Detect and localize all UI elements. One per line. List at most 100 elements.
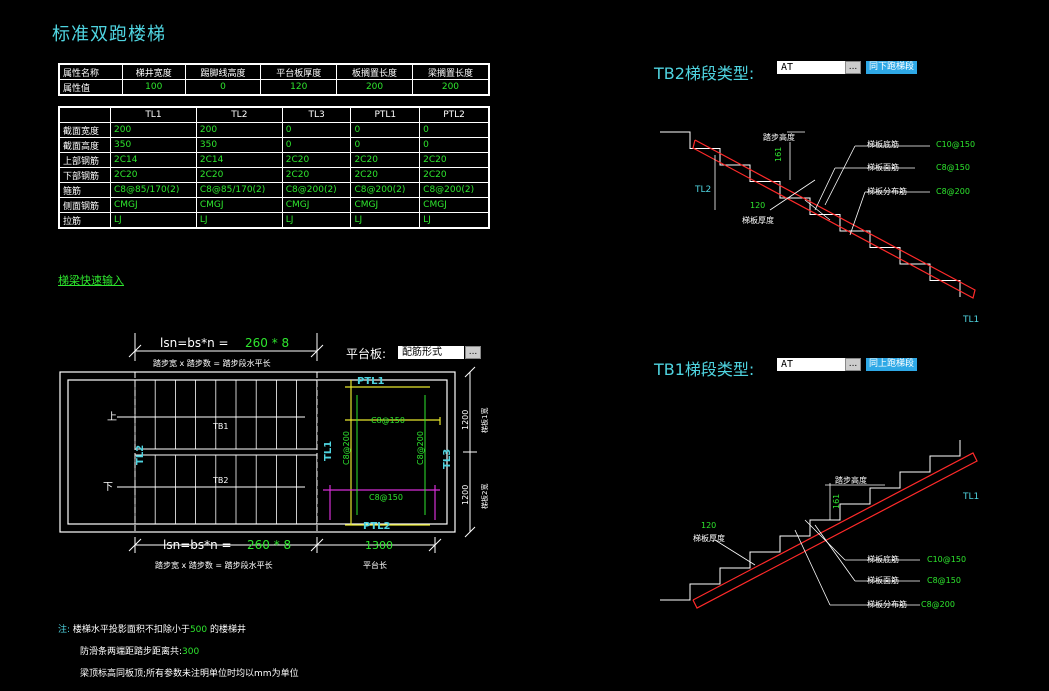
note-text: 楼梯水平投影面积不扣除小于 [72, 625, 190, 635]
tb2-thickness-value: 120 [750, 201, 765, 210]
beam-header-cell [58, 106, 111, 123]
beam-cell[interactable]: CMGJ [110, 197, 197, 213]
width2-label: 梯板2宽 [480, 484, 489, 509]
bottom-formula-prefix: lsn=bs*n = [163, 538, 232, 552]
beam-cell[interactable]: C8@200(2) [419, 182, 490, 198]
beam-header-cell: TL3 [281, 106, 352, 123]
platform-length-label: 平台长 [363, 560, 387, 570]
tb1-same-as-up-button[interactable]: 同上跑梯段 [866, 358, 918, 371]
property-value-row: 属性值 100 0 120 200 200 [58, 79, 490, 96]
beam-cell[interactable]: 2C20 [195, 167, 283, 183]
tb2-dist-rebar-value: C8@200 [936, 187, 970, 196]
tl2-plan-label: TL2 [135, 445, 146, 465]
property-header-cell: 属性名称 [58, 63, 123, 80]
property-header-row: 属性名称 梯井宽度 踢脚线高度 平台板厚度 板搁置长度 梁搁置长度 [58, 63, 490, 80]
beam-cell[interactable]: 2C20 [281, 152, 352, 168]
beam-cell[interactable]: 2C20 [350, 167, 421, 183]
tb2-more-button[interactable]: ... [845, 61, 861, 74]
beam-row-label: 侧面钢筋 [58, 197, 111, 213]
tb1-type-combo[interactable]: AT [777, 358, 845, 371]
tb1-bottom-rebar-value: C10@150 [927, 555, 966, 564]
beam-cell[interactable]: 2C14 [195, 152, 283, 168]
beam-cell[interactable]: C8@85/170(2) [110, 182, 197, 198]
beam-cell[interactable]: 2C20 [110, 167, 197, 183]
beam-row-label: 箍筋 [58, 182, 111, 198]
down-label: 下 [103, 482, 113, 493]
property-value-cell[interactable]: 200 [336, 79, 413, 96]
property-header-cell: 板搁置长度 [336, 63, 413, 80]
platform-combo[interactable]: 配筋形式 [398, 346, 464, 359]
platform-more-button[interactable]: ... [465, 346, 481, 359]
tb2-dist-rebar-label: 梯板分布筋 [867, 186, 907, 196]
beam-cell[interactable]: 0 [419, 137, 490, 153]
beam-cell[interactable]: C8@85/170(2) [195, 182, 283, 198]
tb1-dist-rebar-value: C8@200 [921, 600, 955, 609]
beam-cell[interactable]: 350 [110, 137, 197, 153]
property-value-cell[interactable]: 0 [184, 79, 262, 96]
beam-cell[interactable]: C8@200(2) [350, 182, 421, 198]
property-value-label: 属性值 [58, 79, 123, 96]
beam-header-cell: TL1 [110, 106, 197, 123]
note-text: 防滑条两端距踏步距离共: [80, 647, 183, 657]
beam-cell[interactable]: 0 [281, 122, 352, 138]
note-line-2: 防滑条两端距踏步距离共:300 [80, 644, 199, 657]
beam-row-label: 拉筋 [58, 212, 111, 229]
beam-cell[interactable]: 0 [419, 122, 490, 138]
tb2-same-as-down-button[interactable]: 同下跑梯段 [866, 61, 918, 74]
beam-row-label: 截面高度 [58, 137, 111, 153]
beam-cell[interactable]: 200 [195, 122, 283, 138]
note-line-1: 注: 楼梯水平投影面积不扣除小于500 的楼梯井 [58, 622, 246, 635]
beam-cell[interactable]: 0 [281, 137, 352, 153]
property-value-cell[interactable]: 100 [121, 79, 186, 96]
note-line-3: 梁顶标高同板顶;所有参数未注明单位时均以mm为单位 [80, 669, 299, 679]
dim-1200-bottom: 1200 [461, 485, 470, 505]
property-value-cell[interactable]: 200 [411, 79, 490, 96]
tb1-dist-rebar-label: 梯板分布筋 [867, 599, 907, 609]
beam-cell[interactable]: LJ [419, 212, 490, 229]
beam-cell[interactable]: 2C20 [419, 152, 490, 168]
beam-cell[interactable]: CMGJ [195, 197, 283, 213]
quick-input-link[interactable]: 梯梁快速输入 [58, 274, 124, 287]
tb2-top-rebar-label: 梯板面筋 [867, 162, 899, 172]
beam-cell[interactable]: 2C20 [419, 167, 490, 183]
tb2-bottom-rebar-value: C10@150 [936, 140, 975, 149]
tb2-step-height-value: 161 [774, 147, 783, 162]
top-formula-value: 260 * 8 [245, 336, 289, 350]
beam-cell[interactable]: 2C20 [350, 152, 421, 168]
property-value-cell[interactable]: 120 [260, 79, 338, 96]
beam-cell[interactable]: 0 [350, 122, 421, 138]
tl3-plan-label: TL3 [442, 449, 453, 469]
beam-cell[interactable]: LJ [110, 212, 197, 229]
beam-cell[interactable]: C8@200(2) [281, 182, 352, 198]
beam-cell[interactable]: 0 [350, 137, 421, 153]
tb2-section-drawing: 踏步高度 161 120 梯板厚度 梯板底筋 C10@150 梯板面筋 C8@1… [660, 131, 979, 325]
beam-cell[interactable]: LJ [195, 212, 283, 229]
tb2-type-combo[interactable]: AT [777, 61, 845, 74]
beam-cell[interactable]: 200 [110, 122, 197, 138]
beam-cell[interactable]: 2C14 [110, 152, 197, 168]
beam-cell[interactable]: 350 [195, 137, 283, 153]
beam-cell[interactable]: CMGJ [350, 197, 421, 213]
property-header-cell: 平台板厚度 [260, 63, 338, 80]
width1-label: 梯板1宽 [480, 408, 489, 433]
tb1-top-rebar-value: C8@150 [927, 576, 961, 585]
note-prefix: 注: [58, 625, 71, 635]
page-title: 标准双跑楼梯 [52, 24, 166, 45]
beam-cell[interactable]: CMGJ [419, 197, 490, 213]
tb2-tl1-label: TL1 [962, 315, 979, 325]
tb2-plan-label: TB2 [212, 476, 228, 485]
beam-row-label: 下部钢筋 [58, 167, 111, 183]
beam-cell[interactable]: LJ [350, 212, 421, 229]
property-header-cell: 踢脚线高度 [184, 63, 262, 80]
beam-cell[interactable]: CMGJ [281, 197, 352, 213]
tb1-thickness-value: 120 [701, 521, 716, 530]
tb1-plan-label: TB1 [212, 422, 228, 431]
beam-cell[interactable]: LJ [281, 212, 352, 229]
beam-cell[interactable]: 2C20 [281, 167, 352, 183]
tb1-more-button[interactable]: ... [845, 358, 861, 371]
tb2-tl2-label: TL2 [694, 185, 711, 195]
